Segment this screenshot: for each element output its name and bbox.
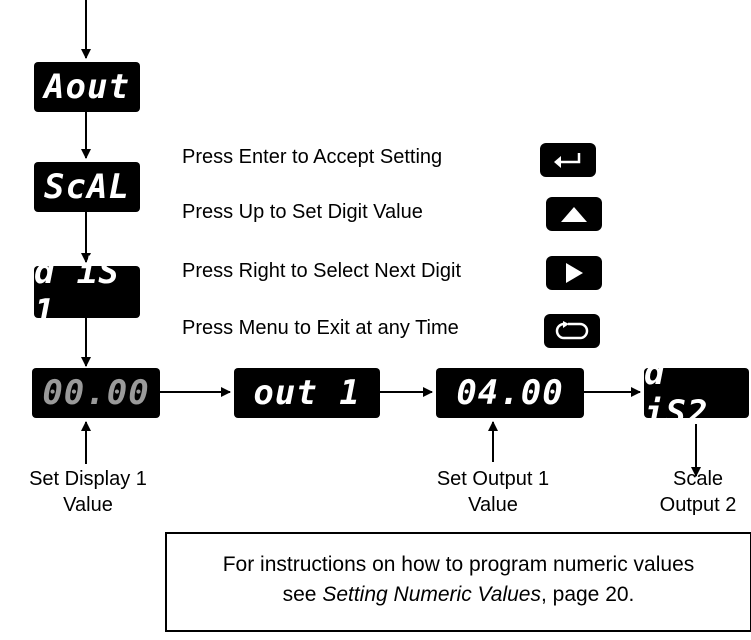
caption-set-display-line1: Set Display 1 bbox=[29, 468, 147, 490]
display-scal: ScAL bbox=[34, 162, 140, 212]
menu-key bbox=[544, 314, 600, 348]
caption-set-display-1: Set Display 1 Value bbox=[0, 466, 176, 518]
note-line2: see Setting Numeric Values, page 20. bbox=[167, 580, 750, 610]
display-dis2: d iS2 bbox=[644, 353, 749, 433]
display-out1: out 1 bbox=[234, 368, 380, 418]
display-dis1: d iS 1 bbox=[34, 252, 140, 332]
menu-loop-icon bbox=[555, 321, 589, 340]
caption-set-output-1: Set Output 1 Value bbox=[410, 466, 576, 518]
note-box: For instructions on how to program numer… bbox=[165, 532, 751, 632]
right-key bbox=[546, 256, 602, 290]
instruction-enter: Press Enter to Accept Setting bbox=[182, 146, 443, 168]
caption-scale-output-line1: Scale bbox=[672, 468, 724, 490]
enter-icon bbox=[554, 153, 581, 168]
instruction-up: Press Up to Set Digit Value bbox=[182, 201, 423, 223]
right-arrow-icon bbox=[566, 263, 583, 283]
note-prefix: see bbox=[282, 583, 323, 606]
note-suffix: , page 20. bbox=[540, 583, 635, 606]
enter-key bbox=[540, 143, 596, 177]
caption-set-output-line1: Set Output 1 bbox=[436, 468, 550, 490]
instruction-right: Press Right to Select Next Digit bbox=[182, 260, 461, 282]
up-key bbox=[546, 197, 602, 231]
caption-scale-output-2: Scale Output 2 bbox=[648, 466, 748, 518]
up-arrow-icon bbox=[561, 207, 587, 222]
display-value-2: 04.00 bbox=[436, 368, 584, 418]
display-value-1: 00.00 bbox=[32, 368, 160, 418]
display-aout: Aout bbox=[34, 62, 140, 112]
note-link-text: Setting Numeric Values bbox=[322, 583, 541, 606]
note-line1: For instructions on how to program numer… bbox=[222, 553, 695, 576]
instruction-menu: Press Menu to Exit at any Time bbox=[182, 317, 459, 339]
caption-set-display-line2: Value bbox=[63, 494, 113, 516]
caption-set-output-line2: Value bbox=[468, 494, 518, 516]
caption-scale-output-line2: Output 2 bbox=[659, 494, 737, 516]
